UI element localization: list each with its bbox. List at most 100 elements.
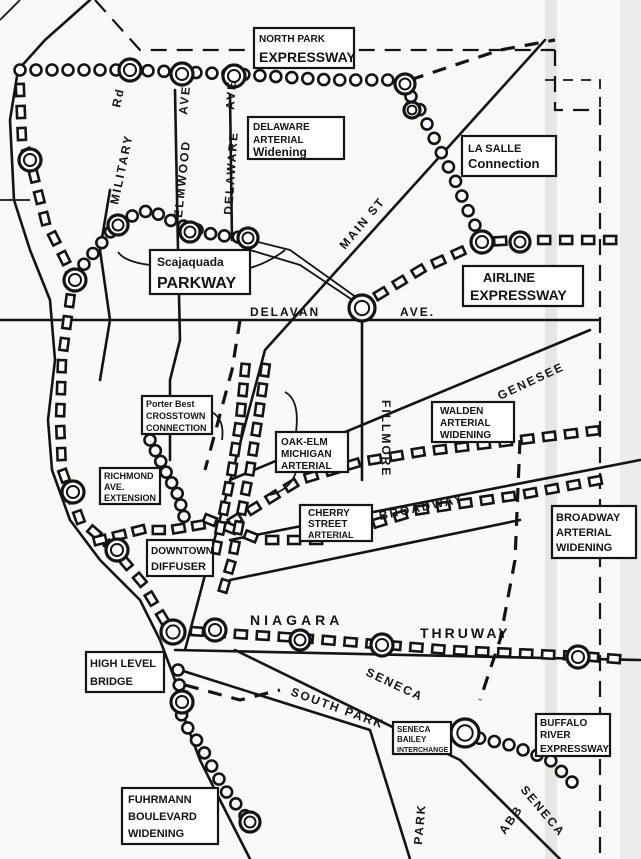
expressway-segment [212, 772, 226, 786]
street-delaware-ave: AVE [223, 80, 239, 111]
svg-text:BROADWAY: BROADWAY [556, 512, 621, 524]
expressway-segment [242, 528, 260, 544]
expressway-segment [190, 518, 207, 532]
label-oak-elm-michigan: OAK-ELM MICHIGAN ARTERIAL [274, 430, 350, 474]
interchange-circle [202, 617, 228, 643]
expressway-segment [408, 641, 425, 654]
pointer-arrows [117, 249, 298, 496]
expressway-segment [46, 229, 63, 248]
project-labels: NORTH PARK EXPRESSWAY DELAWARE ARTERIAL … [84, 26, 638, 846]
svg-text:INTERCHANGE: INTERCHANGE [397, 747, 449, 754]
interchange-circle-inner [226, 68, 242, 84]
expressway-segment [429, 253, 448, 270]
svg-text:ARTERIAL: ARTERIAL [281, 461, 332, 472]
interchange-circle-inner [456, 724, 474, 742]
svg-text:ARTERIAL: ARTERIAL [253, 135, 304, 146]
expressway-segment [390, 273, 409, 291]
interchange-circle [393, 72, 417, 96]
svg-text:BOULEVARD: BOULEVARD [128, 811, 197, 823]
expressway-segment [300, 71, 315, 86]
expressway-segment [56, 358, 68, 374]
expressway-segment [95, 235, 109, 250]
expressway-segment [285, 70, 299, 85]
expressway-segment [516, 743, 530, 757]
expressway-segment [371, 285, 390, 302]
interchange-circle [469, 229, 495, 255]
expressway-segment [585, 424, 601, 438]
expressway-segment [130, 523, 148, 538]
svg-text:BAILEY: BAILEY [397, 735, 427, 744]
expressway-segment [238, 362, 252, 378]
expressway-segment [502, 737, 516, 752]
expressway-segment [430, 643, 447, 655]
expressway-segment [392, 508, 410, 523]
expressway-segment [151, 524, 167, 536]
interchange-circle-inner [513, 235, 527, 249]
svg-text:Porter Best: Porter Best [146, 399, 195, 409]
interchange-circle [449, 717, 481, 749]
svg-text:LA SALLE: LA SALLE [468, 143, 521, 155]
expressway-segment [235, 402, 248, 418]
interchange-circle [288, 628, 312, 652]
svg-text:DELAWARE: DELAWARE [253, 122, 310, 133]
expressway-segment [449, 244, 468, 261]
svg-text:WALDEN: WALDEN [440, 406, 483, 417]
expressway-segment [253, 401, 266, 418]
expressway-segment [448, 174, 463, 189]
interchange-circle-inner [174, 66, 190, 82]
label-richmond-extension: RICHMOND AVE. EXTENSION [98, 466, 162, 506]
street-niagara: NIAGARA [250, 612, 343, 628]
expressway-segment [500, 490, 517, 504]
svg-text:WIDENING: WIDENING [128, 828, 184, 840]
interchange-circle-inner [165, 624, 181, 640]
expressway-segment [56, 249, 73, 267]
expressway-segment [71, 508, 87, 526]
expressway-segment [434, 145, 449, 160]
interchange-circle [238, 810, 262, 834]
expressway-segment [269, 69, 283, 84]
expressway-segment [487, 734, 502, 749]
interchange-circle [565, 644, 591, 670]
expressway-segment [217, 500, 231, 517]
expressway-segment [54, 424, 67, 440]
expressway-segment [222, 558, 238, 576]
expressway-segment [201, 512, 219, 528]
expressway-segment [221, 480, 235, 497]
interchange-circle-inner [111, 218, 125, 232]
expressway-segment [496, 646, 512, 659]
label-airline-expressway: AIRLINE EXPRESSWAY [461, 264, 585, 308]
expressway-segment [518, 647, 534, 660]
svg-text:RICHMOND: RICHMOND [104, 471, 154, 481]
expressway-segment [171, 663, 185, 677]
expressway-segment [432, 443, 448, 456]
street-fillmore: FILLMORE [379, 400, 393, 477]
expressway-segment [286, 534, 302, 546]
label-walden-arterial: WALDEN ARTERIAL WIDENING [430, 400, 516, 444]
street-delaware: DELAWARE [221, 130, 241, 215]
expressway-segment [228, 441, 242, 458]
label-cherry-street-arterial: CHERRY STREET ARTERIAL [298, 503, 374, 543]
expressway-segment [37, 210, 52, 227]
interchange-circle [402, 100, 422, 120]
expressway-segment [587, 474, 604, 488]
expressway-segment [225, 461, 239, 478]
expressway-segment [45, 63, 59, 77]
expressway-segment [205, 66, 219, 80]
expressway-segment [153, 454, 168, 469]
interchange-circle-inner [293, 633, 307, 647]
expressway-segment [348, 73, 363, 87]
svg-text:FUHRMANN: FUHRMANN [128, 794, 192, 806]
expressway-segment [197, 746, 212, 760]
interchange-circle [106, 213, 130, 237]
expressway-segment [316, 72, 331, 87]
expressway-segment [170, 486, 185, 501]
label-north-park-expressway: NORTH PARK EXPRESSWAY [252, 26, 356, 70]
expressway-segment [371, 514, 389, 530]
expressway-segment [125, 209, 140, 223]
svg-text:Widening: Widening [253, 145, 307, 159]
expressway-segment [246, 441, 260, 458]
expressway-segment [177, 509, 191, 524]
expressway-segment [203, 226, 218, 241]
svg-text:Connection: Connection [468, 156, 540, 171]
